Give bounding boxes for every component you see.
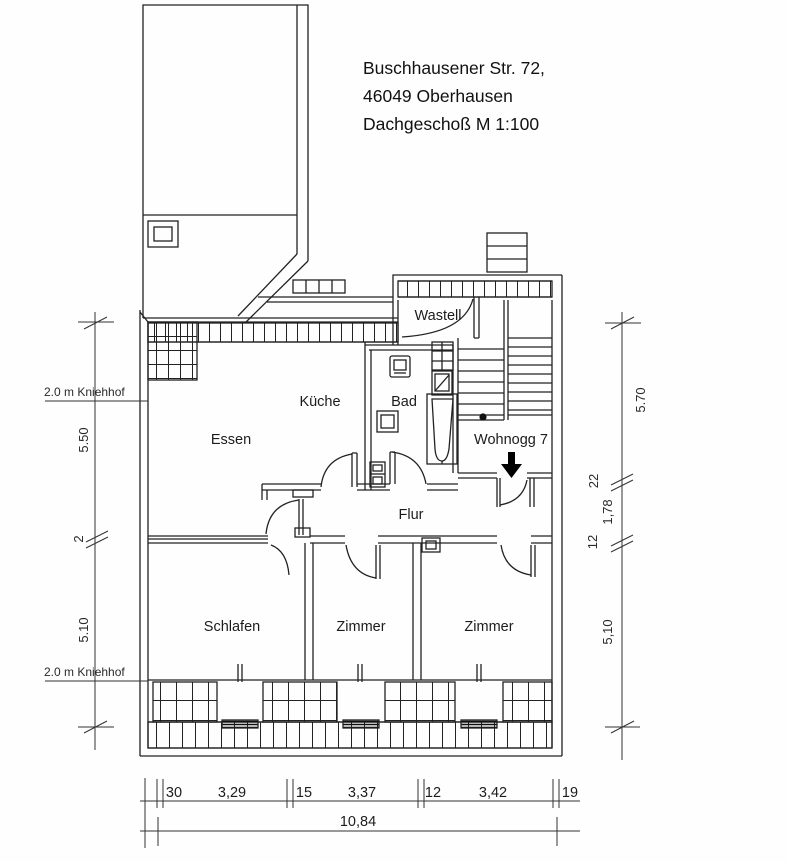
bath-tiles: [431, 341, 454, 371]
dim-seg-3: 3,37: [348, 785, 376, 801]
hall-wall-fixture: [421, 537, 441, 553]
room-label-zimmer1: Zimmer: [336, 619, 385, 635]
dim-seg-1: 3,29: [218, 785, 246, 801]
bottom-dormer-wall: [147, 664, 553, 749]
title-address: Buschhausener Str. 72,: [363, 58, 545, 78]
structure-lines: [139, 4, 563, 757]
room-label-essen: Essen: [211, 432, 251, 448]
dim-left-top: 5.50: [76, 427, 91, 452]
schlafen-door: [270, 544, 290, 576]
title-block: Buschhausener Str. 72, 46049 Oberhausen …: [363, 58, 545, 134]
room-label-kueche: Küche: [299, 394, 340, 410]
staircase: [458, 300, 552, 421]
kueche-bad-wall: [364, 342, 372, 490]
dim-right-w1: 22: [586, 474, 601, 488]
stairwell-top-wall: [392, 274, 562, 300]
dim-right-mid: 1,78: [600, 499, 615, 524]
bathtub-icon: [426, 393, 458, 465]
dim-kniestock-top: 2.0 m Kniehhof: [44, 385, 125, 399]
roof-outline: [142, 4, 393, 324]
dim-right-w2: 12: [585, 535, 600, 549]
toilet-icon: [389, 355, 411, 378]
window-sill: [342, 719, 380, 729]
essen-door: [265, 499, 304, 535]
zimmer2-door: [500, 544, 536, 577]
dimension-lines: [45, 312, 641, 848]
window-sill: [221, 719, 259, 729]
kueche-door: [320, 452, 358, 488]
title-floor: Dachgeschoß M 1:100: [363, 114, 539, 134]
dim-kniestock-bottom: 2.0 m Kniehhof: [44, 665, 125, 679]
skylight-icon: [147, 220, 179, 248]
dim-left-bottom: 5.10: [76, 617, 91, 642]
sink-icon: [376, 410, 399, 433]
dim-right-bottom: 5,10: [600, 619, 615, 644]
wastell-door: [401, 297, 480, 339]
dim-left-wall: 2: [71, 535, 86, 542]
room-label-flur: Flur: [399, 507, 424, 523]
window-sill: [460, 719, 498, 729]
roof-tile-strip: [292, 279, 346, 294]
bad-door: [389, 451, 427, 485]
room-label-zimmer2: Zimmer: [464, 619, 513, 635]
dim-seg-4: 12: [425, 785, 441, 801]
room-label-wastell: Wastell: [415, 308, 462, 324]
middle-wall: [148, 527, 552, 544]
top-knee-wall: [139, 311, 399, 381]
zimmer1-door: [345, 544, 381, 579]
room-label-wohnung: Wohnogg 7: [474, 432, 548, 448]
wastell-west-wall: [392, 300, 399, 345]
room-label-schlafen: Schlafen: [204, 619, 260, 635]
corridor-upper-wall: [261, 483, 458, 500]
chimney: [486, 232, 528, 273]
washer-icon: [431, 370, 453, 396]
bad-top-wall: [365, 344, 453, 351]
dim-seg-0: 30: [166, 785, 182, 801]
dim-total: 10,84: [340, 814, 376, 830]
entrance-arrow-icon: [501, 452, 522, 478]
dim-right-top: 5.70: [633, 387, 648, 412]
cabinet-icon: [369, 461, 386, 488]
title-city: 46049 Oberhausen: [363, 86, 513, 106]
room-labels: Wastell Küche Bad Essen Wohnogg 7 Flur S…: [204, 308, 548, 635]
room-divider-walls: [304, 543, 422, 680]
dimension-labels: 2.0 m Kniehhof 5.50 2 5.10 2.0 m Kniehho…: [44, 385, 648, 830]
room-label-bad: Bad: [391, 394, 417, 410]
dim-seg-2: 15: [296, 785, 312, 801]
entrance-door: [496, 478, 528, 507]
dim-seg-5: 3,42: [479, 785, 507, 801]
entrance-wall: [458, 472, 552, 507]
dim-seg-6: 19: [562, 785, 578, 801]
